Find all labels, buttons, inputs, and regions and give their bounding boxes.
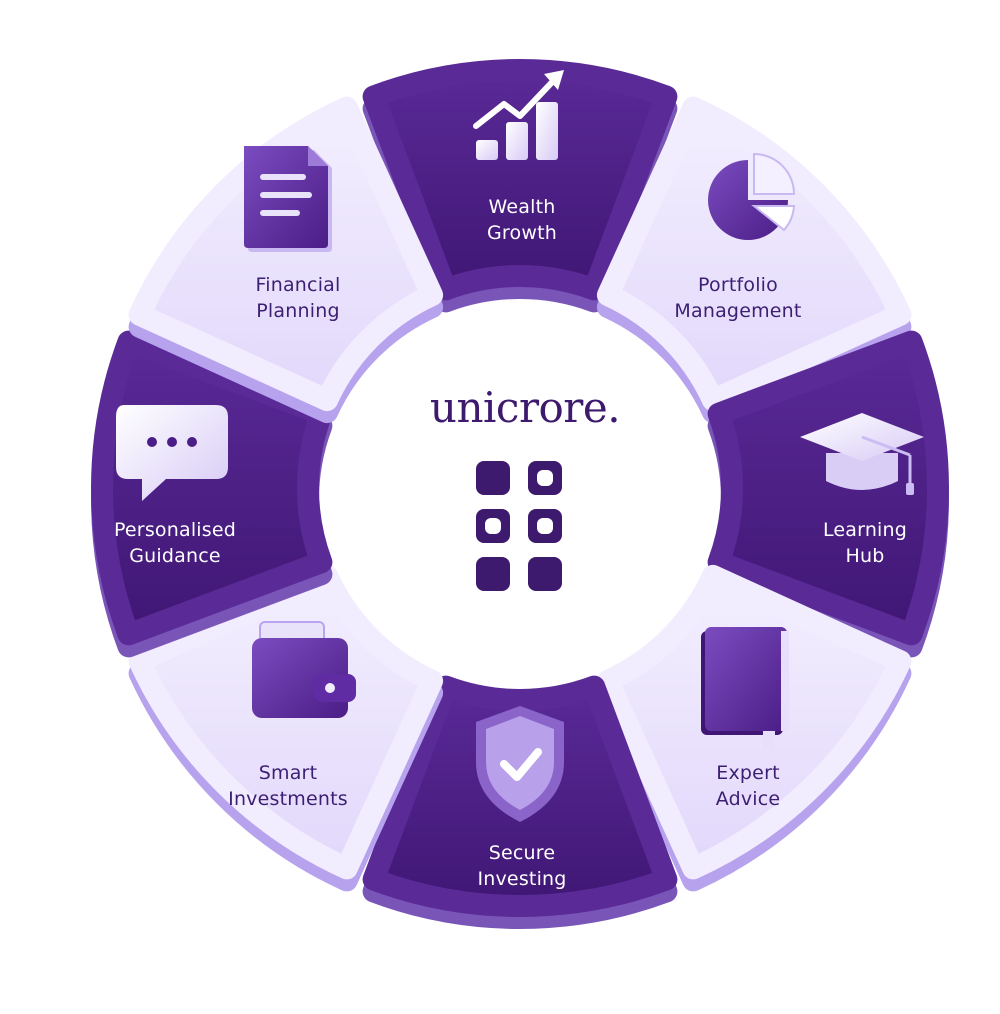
icons-layer [116,70,924,822]
segment-face [128,564,444,880]
chat-bubble-icon [116,405,228,501]
grid-logo-icon [476,461,562,591]
brand-logo-text: unicrore. [429,383,621,432]
book-icon [701,627,789,751]
segment-financial-planning [128,96,444,424]
segment-smart-investments [128,564,444,892]
segment-wealth-growth [362,59,678,313]
segment-face [128,96,444,412]
segment-face [362,59,678,301]
document-icon [244,146,332,252]
graduation-cap-icon [800,413,924,495]
growth-chart-icon [473,70,564,160]
shield-check-icon [476,706,564,822]
wallet-icon [252,621,356,718]
pie-chart-icon [708,152,796,240]
segment-face [596,96,912,412]
segment-face [707,330,949,646]
